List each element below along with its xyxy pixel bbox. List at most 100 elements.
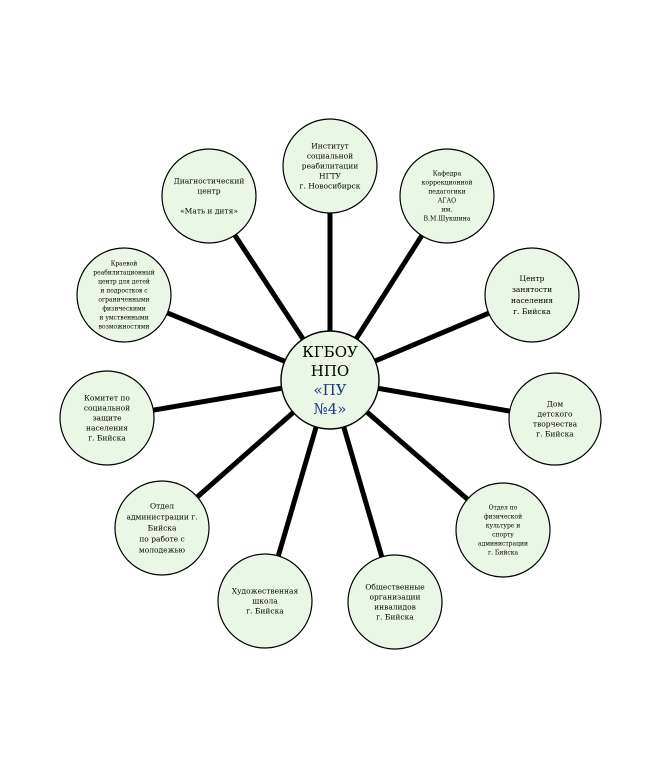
node-label-line: им. — [442, 207, 453, 214]
node-label: Краевой реабилитационный центр для детей и … — [93, 261, 155, 331]
node-label-line: администрации г. — [126, 513, 197, 522]
node-label-line: населения — [511, 296, 553, 305]
node-circle — [484, 247, 580, 343]
node-label-line: Отдел по — [489, 505, 518, 512]
connector-art-school — [275, 424, 320, 558]
node-label-line: Отдел — [150, 502, 174, 511]
node-label-line: культуре и — [486, 523, 521, 530]
node-circle — [508, 372, 602, 466]
node-label-line: населения — [86, 424, 128, 433]
node-label-line: Дом — [547, 400, 564, 409]
node-circle — [217, 553, 313, 649]
node-label-line: В.М.Шукшина — [423, 216, 470, 223]
node-label-line: Диагностический — [174, 177, 245, 186]
node-label-line: АГАО — [438, 198, 457, 205]
node-label-line: защите — [92, 414, 122, 423]
node-label: Отдел по физической культуре и спорту админи… — [478, 505, 528, 557]
node-label-line: г. Бийска — [488, 550, 518, 557]
node-circle — [455, 482, 551, 578]
node-label-line: школа — [252, 597, 278, 606]
center-label-line: НПО — [311, 362, 349, 380]
node-label-line: занятости — [512, 285, 552, 294]
center-circle — [280, 330, 380, 430]
node-label-line: реабилитации — [302, 162, 358, 171]
node-label-line: «Мать и дитя» — [180, 207, 238, 216]
node-label-line: администрации — [478, 541, 528, 548]
connector-diagnostic-center — [232, 233, 307, 343]
node-label-line: педагогики — [428, 189, 466, 196]
node-label-line: Общественные — [365, 583, 425, 592]
node-label-line: центр для детей — [98, 279, 150, 286]
node-label-line: Комитет по — [84, 394, 130, 403]
node-label-line: социальной — [307, 152, 353, 161]
node-label-line: г. Бийска — [88, 434, 126, 443]
node-label-line: и умственными — [99, 315, 148, 322]
center-label-line: №4» — [314, 400, 347, 418]
node-label-line: г. Бийска — [376, 613, 414, 622]
node-label-line: НГТУ — [319, 172, 342, 181]
node-label-line: г. Новосибирск — [300, 182, 361, 191]
node-label-line: реабилитационный — [93, 270, 155, 277]
node-label-line: инвалидов — [374, 603, 416, 612]
node-label-line: Бийска — [148, 524, 177, 533]
node-circle — [161, 148, 257, 244]
connector-public-orgs — [340, 424, 385, 559]
node-label-line: г. Бийска — [536, 430, 574, 439]
node-circle — [114, 480, 210, 576]
connector-employment-center — [372, 310, 491, 365]
center-label-line: «ПУ — [313, 381, 346, 399]
node-label-line: Кафедра — [433, 171, 462, 178]
node-label-line: творчества — [533, 420, 578, 429]
node-label-line: и подростков с — [100, 288, 148, 295]
node-circle — [59, 370, 155, 466]
node-label-line: коррекционной — [422, 180, 473, 187]
node-label-line: физическими — [102, 306, 145, 313]
connector-regional-rehab-center — [165, 310, 288, 365]
node-label-line: молодежью — [139, 546, 186, 555]
node-sport-dept: Отдел по физической культуре и спорту админи… — [455, 482, 551, 578]
node-label-line: Краевой — [111, 261, 138, 268]
node-label-line: ограниченными — [98, 297, 149, 304]
node-label-line: социальной — [84, 404, 130, 413]
node-regional-rehab-center: Краевой реабилитационный центр для детей и … — [76, 247, 172, 343]
node-circle — [347, 554, 443, 650]
node-label-line: Институт — [311, 142, 349, 151]
node-label-line: детского — [537, 410, 573, 419]
connector-kafedra — [353, 233, 425, 342]
node-label-line: организации — [369, 593, 420, 602]
connector-youth-dept — [194, 409, 297, 500]
node-label-line: г. Бийска — [246, 607, 284, 616]
connector-social-committee — [151, 385, 285, 413]
connector-children-creativity — [375, 385, 512, 414]
node-label-line: центр — [197, 187, 220, 196]
node-label-line: физической — [484, 514, 522, 521]
center-label-line: КГБОУ — [302, 343, 358, 361]
node-circle — [399, 148, 495, 244]
node-label-line: г. Бийска — [513, 307, 551, 316]
node-label-line: возможностями — [99, 324, 150, 331]
node-label-line: спорту — [492, 532, 514, 539]
connector-sport-dept — [363, 408, 470, 502]
node-circle — [282, 118, 378, 214]
